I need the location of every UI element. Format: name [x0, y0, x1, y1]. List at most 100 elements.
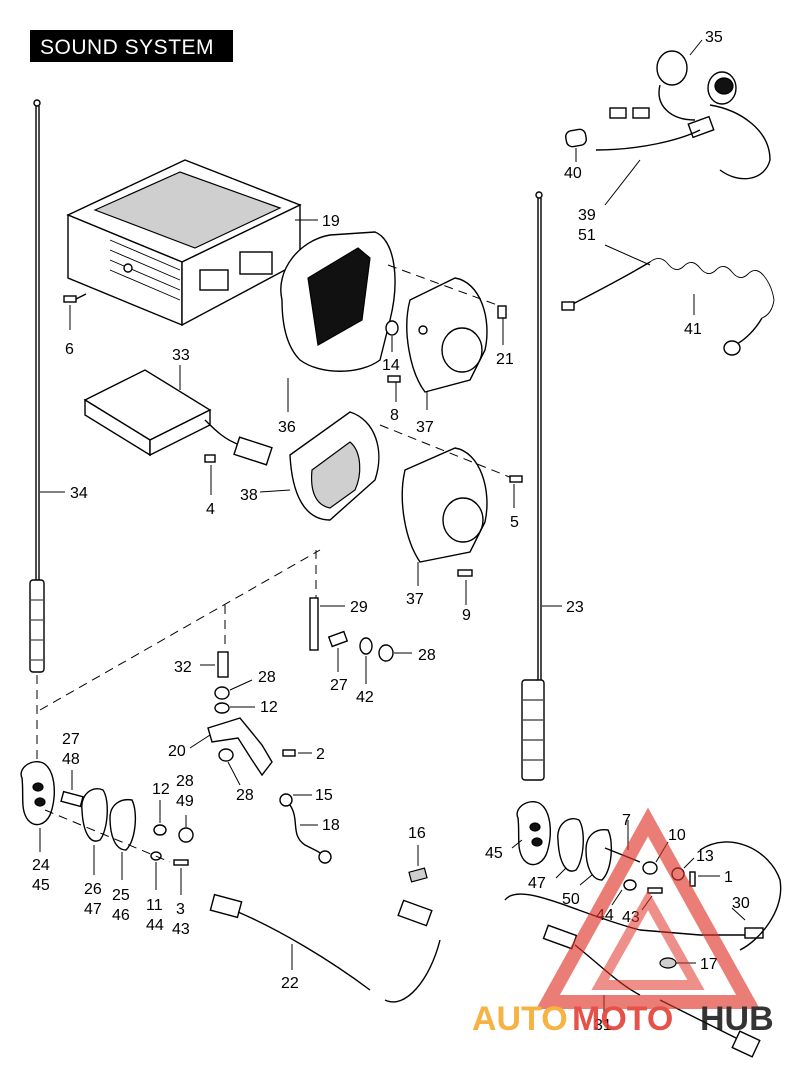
- callout-37-lower: 37: [406, 591, 424, 608]
- antenna-mast-left: [29, 99, 45, 673]
- callout-10: 10: [668, 827, 686, 844]
- stud-27-left: [60, 790, 84, 808]
- callout-13: 13: [696, 848, 714, 865]
- callout-25: 25: [112, 887, 130, 904]
- stud-29: [309, 597, 319, 651]
- washer-44-right: [623, 879, 637, 891]
- base-50: [585, 828, 613, 881]
- callout-3: 3: [176, 901, 185, 918]
- callout-41: 41: [684, 321, 702, 338]
- callout-40: 40: [564, 165, 582, 182]
- callout-18: 18: [322, 817, 340, 834]
- antenna-cable-22: [209, 893, 441, 1003]
- watermark-text-hub: HUB: [700, 1000, 774, 1038]
- callout-37-upper: 37: [416, 419, 434, 436]
- nut-28-upper: [214, 686, 230, 700]
- callout-43-left: 43: [172, 921, 190, 938]
- speaker-grille: [289, 411, 380, 521]
- watermark-text-auto: AUTO: [472, 1000, 568, 1038]
- callout-47-right: 47: [528, 875, 546, 892]
- callout-32: 32: [174, 659, 192, 676]
- callout-22: 22: [281, 975, 299, 992]
- screw-4: [204, 454, 216, 463]
- stud-32: [217, 651, 229, 678]
- callout-28-right: 28: [418, 647, 436, 664]
- screw-9: [457, 569, 473, 577]
- coiled-cord-41: [561, 258, 775, 356]
- callout-4: 4: [206, 501, 215, 518]
- screw-3: [173, 859, 189, 866]
- nut-28-left: [178, 827, 194, 843]
- clip-16: [408, 867, 428, 883]
- callout-48: 48: [62, 751, 80, 768]
- callout-19: 19: [322, 213, 340, 230]
- callout-35: 35: [705, 29, 723, 46]
- callout-28-left: 28: [176, 773, 194, 790]
- washer-10: [642, 861, 658, 875]
- callout-34: 34: [70, 485, 88, 502]
- callout-39: 39: [578, 207, 596, 224]
- washer-42: [359, 637, 373, 655]
- callout-27-left: 27: [62, 731, 80, 748]
- callout-50: 50: [562, 891, 580, 908]
- callout-26: 26: [84, 881, 102, 898]
- callout-labels: 35 40 39 51 41 19 6 33 14 21 8 36 37 34 …: [32, 29, 750, 1034]
- nut-28-lower: [218, 748, 234, 762]
- callout-49: 49: [176, 793, 194, 810]
- callout-27-center: 27: [330, 677, 348, 694]
- nut-28-right: [378, 644, 394, 662]
- washer-12-upper: [214, 702, 230, 714]
- callout-36: 36: [278, 419, 296, 436]
- antenna-mast-right: [521, 191, 545, 781]
- callout-30: 30: [732, 895, 750, 912]
- screw-5: [509, 475, 523, 483]
- callout-51: 51: [578, 227, 596, 244]
- callout-20: 20: [168, 743, 186, 760]
- callout-5: 5: [510, 514, 519, 531]
- callout-15: 15: [315, 787, 333, 804]
- callout-21: 21: [496, 351, 514, 368]
- callout-14: 14: [382, 357, 400, 374]
- callout-44-left: 44: [146, 917, 164, 934]
- callout-16: 16: [408, 825, 426, 842]
- gasket-26: [81, 788, 108, 842]
- callout-17: 17: [700, 956, 718, 973]
- screw-2: [282, 749, 296, 757]
- speaker-upper: [406, 277, 488, 393]
- watermark-text-moto: MOTO: [572, 1000, 673, 1038]
- screw-6: [63, 293, 87, 303]
- screw-8: [387, 375, 401, 383]
- nut-17: [659, 957, 677, 969]
- speaker-lower: [401, 447, 488, 563]
- callout-7: 7: [622, 812, 631, 829]
- ground-strap: [279, 793, 332, 864]
- callout-2: 2: [316, 746, 325, 763]
- control-module: [83, 369, 273, 466]
- antenna-cable-30: [504, 841, 782, 951]
- bracket-20: [207, 717, 273, 777]
- plug-40: [565, 128, 587, 148]
- screw-43-right: [647, 887, 663, 894]
- watermark-logo: AUTO MOTO HUB: [472, 807, 774, 1038]
- callout-24: 24: [32, 857, 50, 874]
- callout-1: 1: [724, 869, 733, 886]
- title-banner: SOUND SYSTEM: [30, 30, 233, 62]
- callout-11: 11: [146, 897, 163, 914]
- callout-42: 42: [356, 689, 374, 706]
- callout-8: 8: [390, 407, 399, 424]
- nut-14: [385, 320, 399, 336]
- callout-28-lower: 28: [236, 787, 254, 804]
- washer-12-left: [153, 824, 167, 836]
- speaker-housing: [280, 231, 396, 372]
- screw-21: [497, 305, 507, 319]
- callout-45-left: 45: [32, 877, 50, 894]
- callout-28-upper: 28: [258, 669, 276, 686]
- callout-12-left: 12: [152, 781, 170, 798]
- callout-12-upper: 12: [260, 699, 278, 716]
- base-25: [109, 798, 137, 851]
- callout-29: 29: [350, 599, 368, 616]
- gasket-47: [557, 818, 584, 872]
- callout-45-right: 45: [485, 845, 503, 862]
- callout-23: 23: [566, 599, 584, 616]
